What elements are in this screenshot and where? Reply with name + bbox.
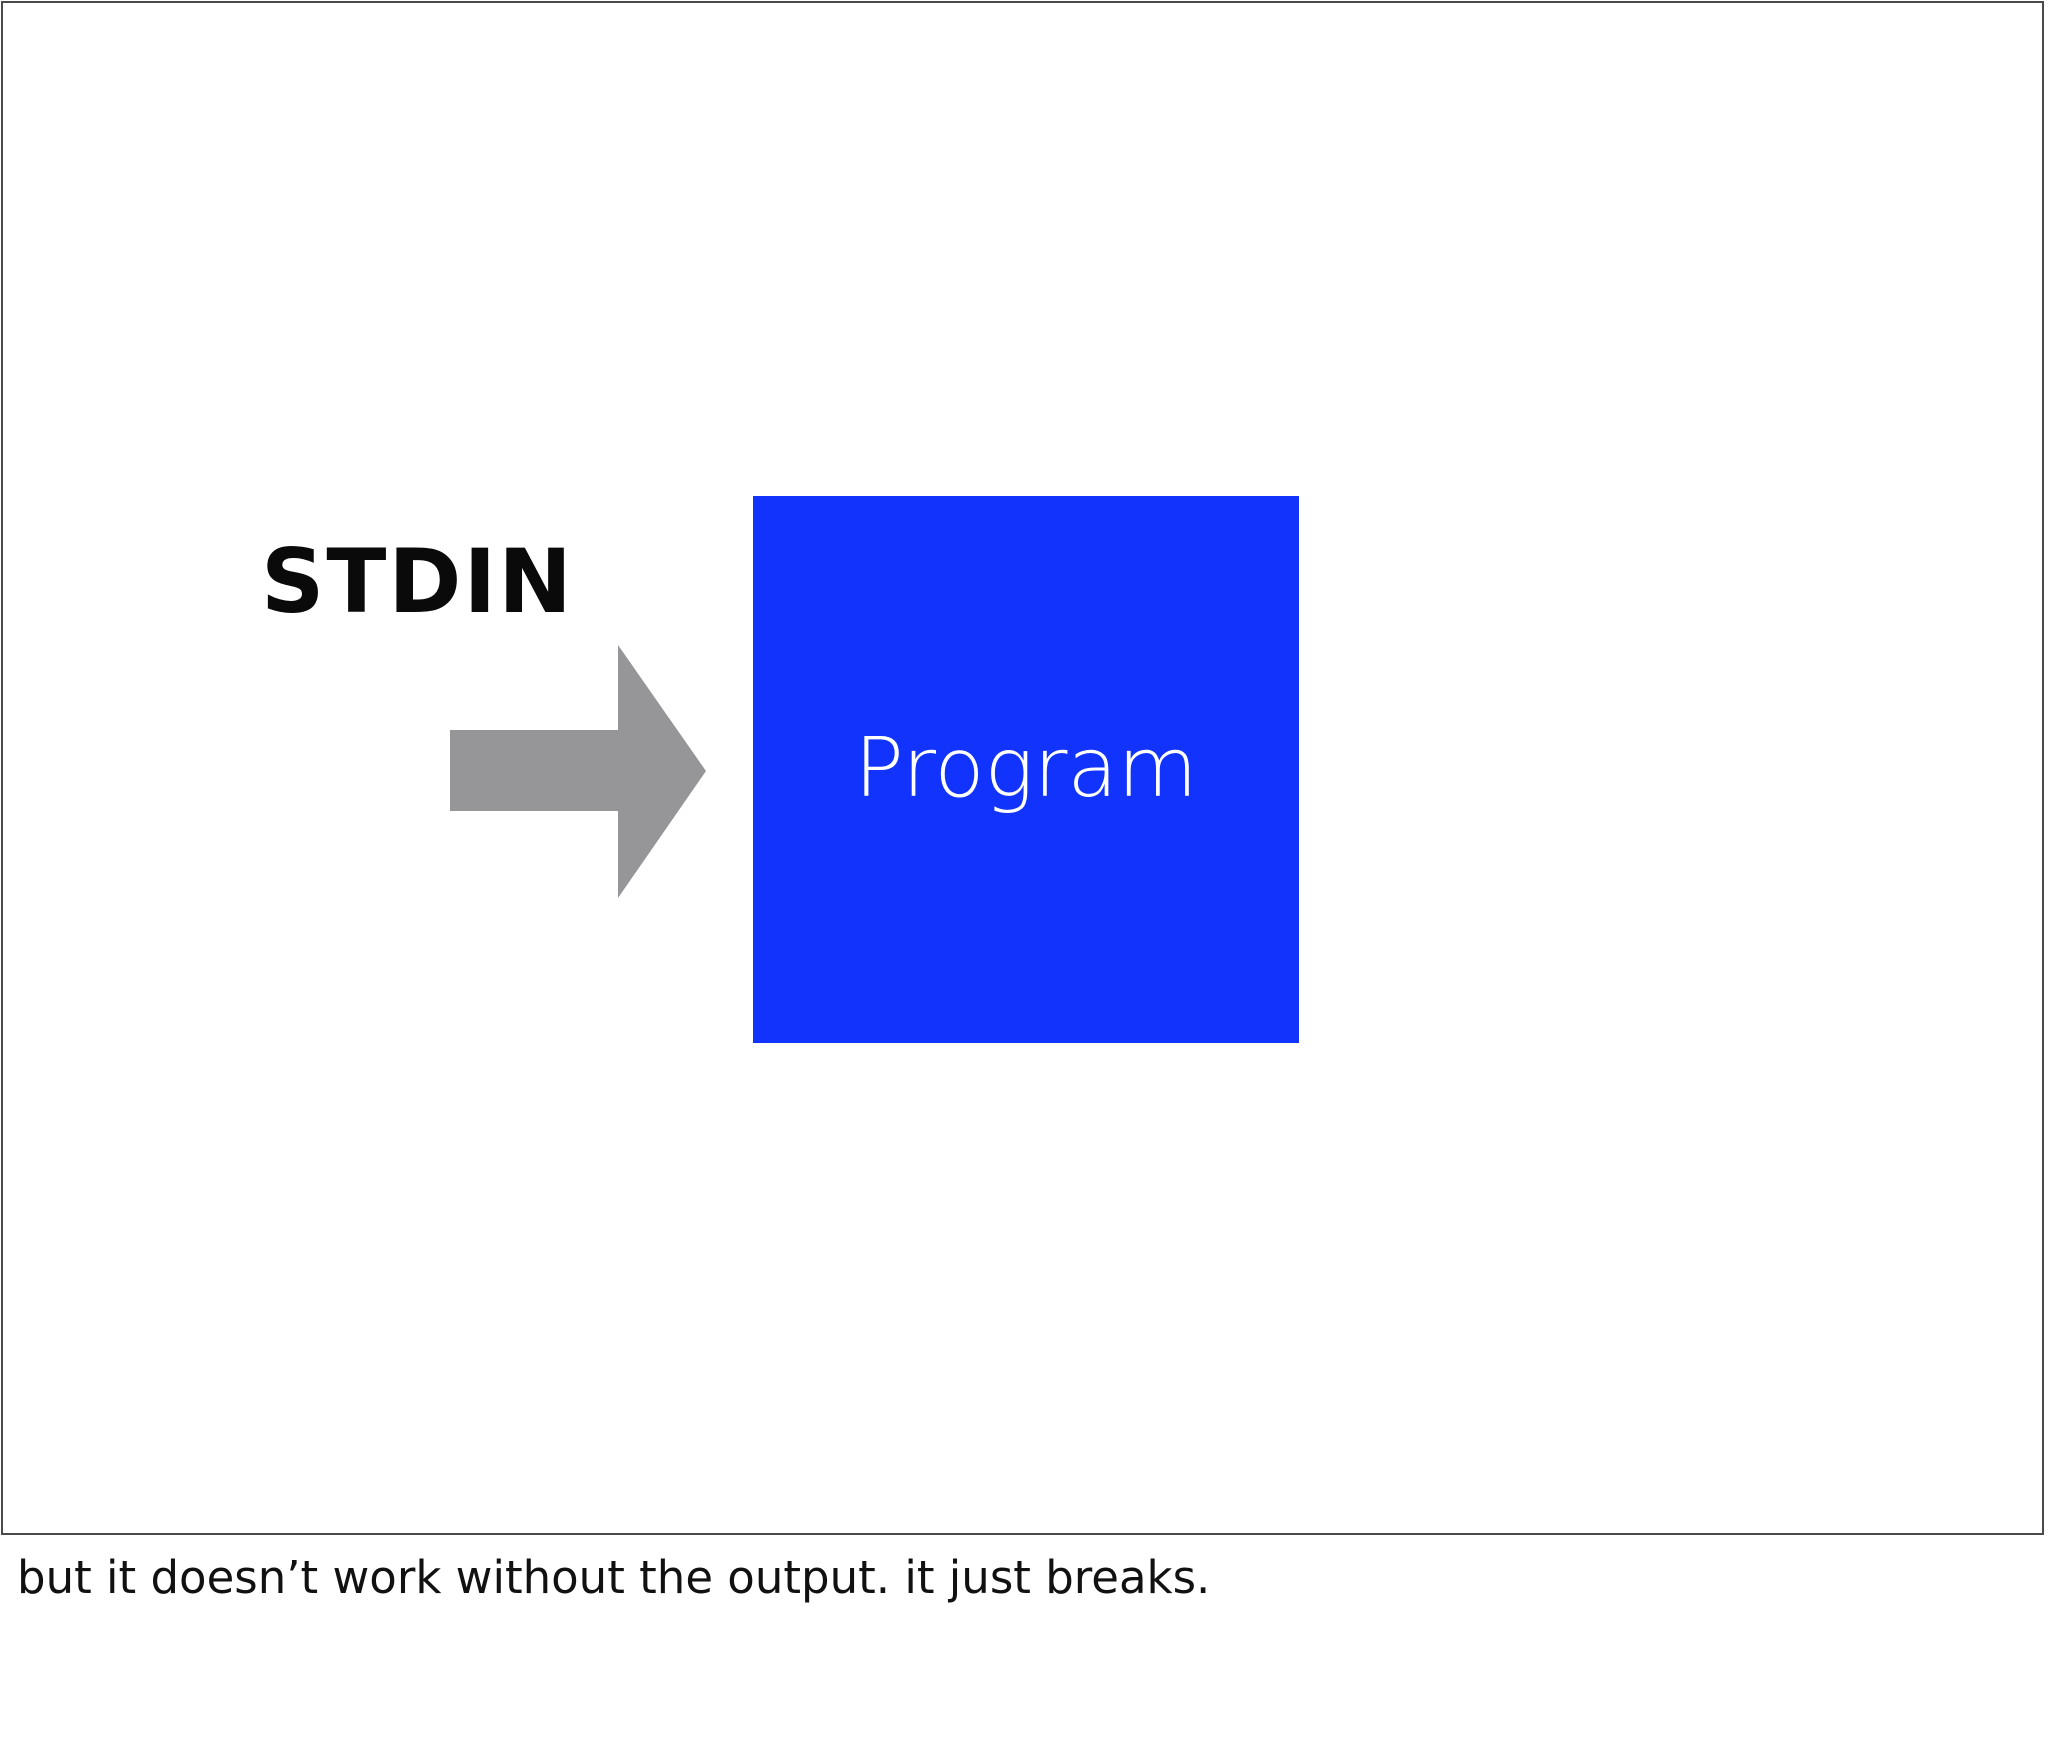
slide-frame: STDIN Program: [1, 1, 2044, 1535]
program-process-box: Program: [753, 496, 1299, 1043]
slide-canvas: STDIN Program: [3, 3, 2042, 1533]
right-arrow-icon: [450, 645, 706, 898]
program-box-label: Program: [854, 721, 1198, 816]
stdin-input-label: STDIN: [261, 530, 574, 633]
slide-caption: but it doesn’t work without the output. …: [17, 1551, 1211, 1604]
